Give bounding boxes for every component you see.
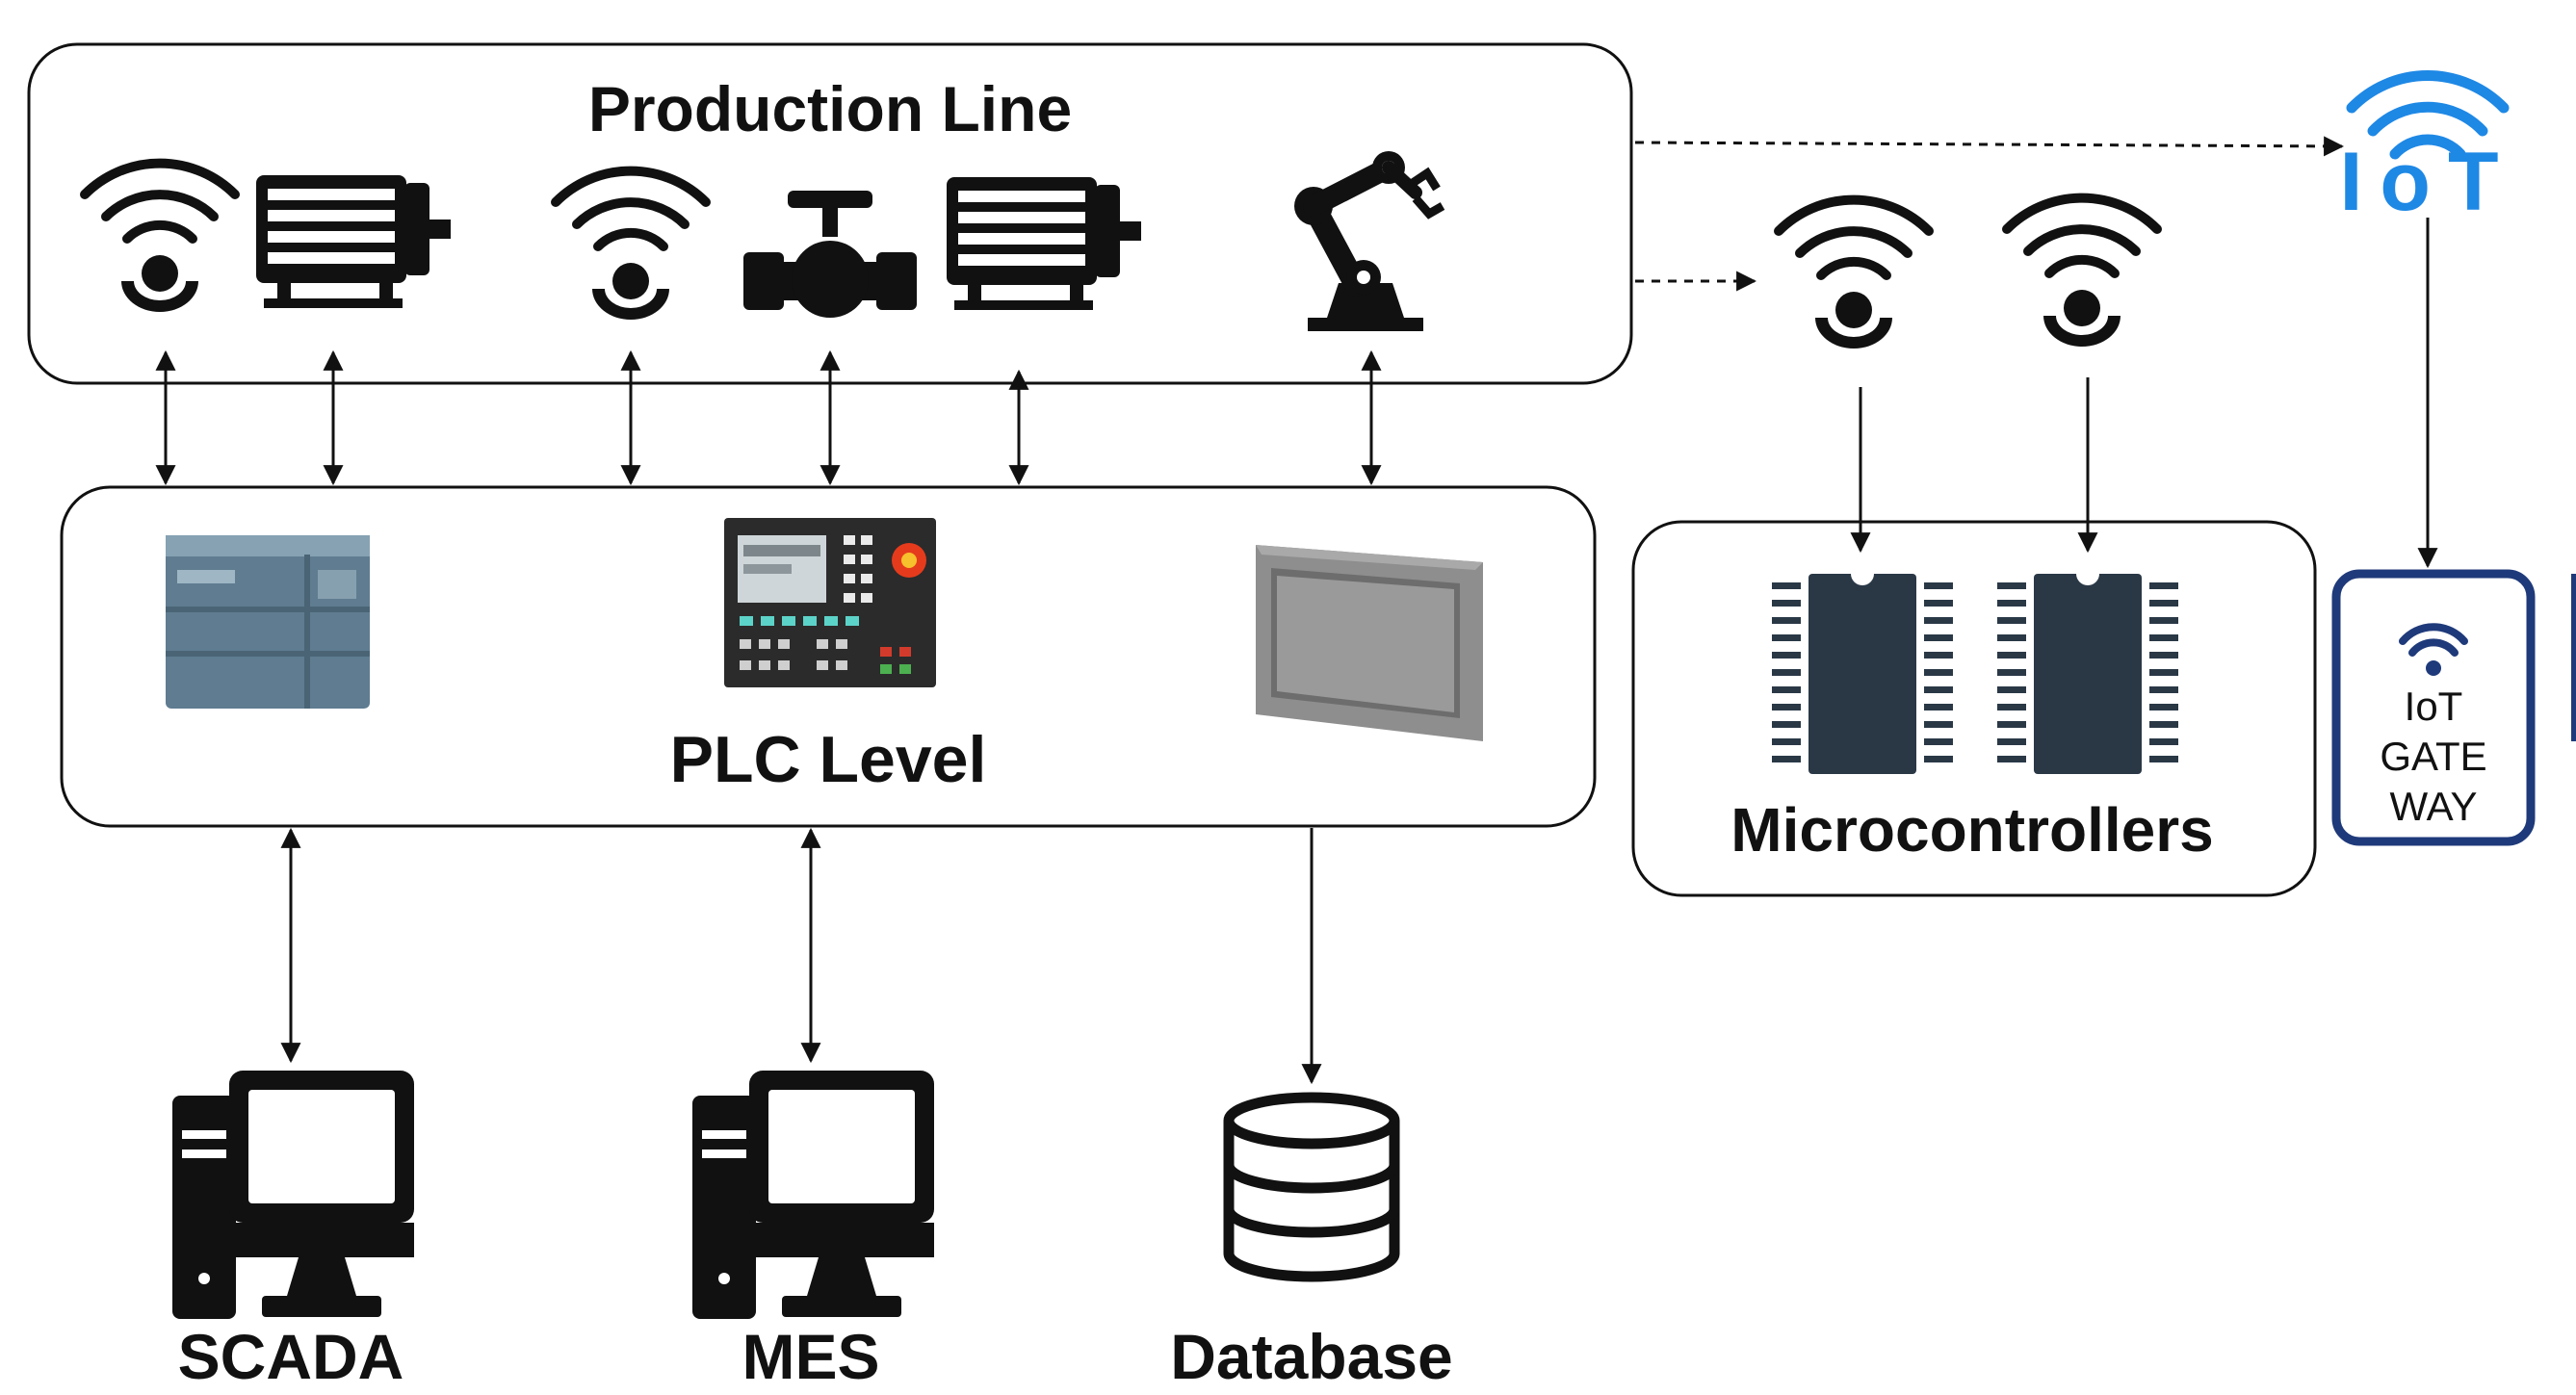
wifi-icon (2346, 70, 2510, 160)
microcontrollers-box (1631, 520, 2317, 897)
wireless-sensor-icon (2007, 198, 2157, 347)
production-line-label: Production Line (588, 73, 1072, 144)
database-label: Database (1170, 1321, 1453, 1392)
wifi-icon (2399, 623, 2468, 676)
hmi-touch-panel-icon (1256, 545, 1483, 741)
plc-level-label: PLC Level (670, 723, 987, 796)
mes-label: MES (742, 1321, 879, 1392)
iot-gateway: IoT GATE WAY (2331, 569, 2576, 846)
scada-computer-icon (172, 1071, 414, 1319)
gateway-label-line-1: IoT (2405, 684, 2463, 729)
gateway-label-line-2: GATE (2380, 734, 2486, 779)
database-icon (1229, 1098, 1394, 1277)
iot-logo-text: IoT (2340, 136, 2516, 228)
scada-label: SCADA (178, 1321, 404, 1392)
iot-logo: IoT (2340, 70, 2516, 228)
cnc-panel-icon (724, 518, 936, 687)
microcontrollers-label: Microcontrollers (1730, 795, 2213, 865)
plc-controller-icon (166, 535, 370, 709)
mes-computer-icon (692, 1071, 934, 1319)
dashed-connector-arrow (1634, 136, 2345, 157)
gateway-label-line-3: WAY (2390, 784, 2478, 829)
wireless-sensor-icon (1779, 200, 1929, 349)
